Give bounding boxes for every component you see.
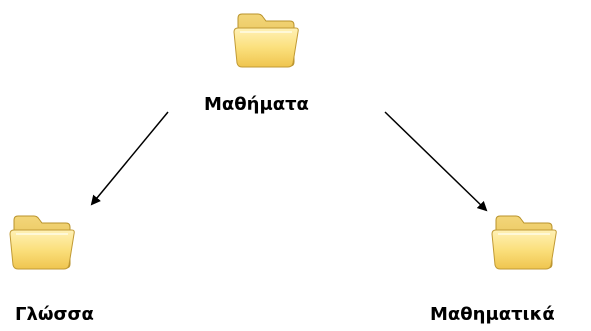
- folder-label-root: Μαθήματα: [204, 94, 309, 115]
- folder-icon: [9, 215, 75, 270]
- folder-icon: [233, 13, 299, 68]
- folder-label-left: Γλώσσα: [15, 304, 94, 325]
- arrow-to-left: [90, 111, 169, 206]
- folder-icon: [491, 215, 557, 270]
- arrow-to-right: [384, 111, 488, 212]
- folder-label-right: Μαθηματικά: [430, 304, 555, 325]
